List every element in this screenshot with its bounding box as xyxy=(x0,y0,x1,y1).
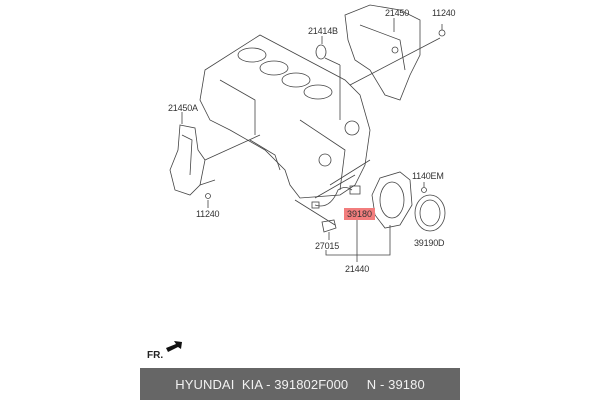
seal-plate xyxy=(414,194,446,232)
front-orientation-label: FR. xyxy=(147,350,164,361)
sensor-wire xyxy=(314,187,353,207)
callout-21414b: 21414B xyxy=(308,26,338,36)
part-number-footer: HYUNDAI KIA - 391802F000 N - 39180 xyxy=(140,368,460,400)
callout-27015: 27015 xyxy=(315,241,340,251)
callout-21440: 21440 xyxy=(345,264,370,274)
callout-39180-highlighted[interactable]: 39180 xyxy=(344,208,376,220)
callout-1140em: 1140EM xyxy=(412,171,444,181)
engine-block xyxy=(199,34,371,199)
mount-bracket xyxy=(169,124,206,196)
callout-21450a: 21450A xyxy=(168,103,198,113)
callout-11240-left: 11240 xyxy=(196,209,220,219)
timing-cover xyxy=(344,4,421,101)
part-number-text: HYUNDAI KIA - 391802F000 N - 39180 xyxy=(175,376,425,392)
oil-seal-housing xyxy=(371,171,413,229)
bearing xyxy=(321,219,337,233)
callout-11240-top: 11240 xyxy=(432,8,456,18)
callout-21450: 21450 xyxy=(385,8,410,18)
callout-39190d: 39190D xyxy=(414,238,445,248)
front-direction-arrow-icon xyxy=(166,341,182,352)
